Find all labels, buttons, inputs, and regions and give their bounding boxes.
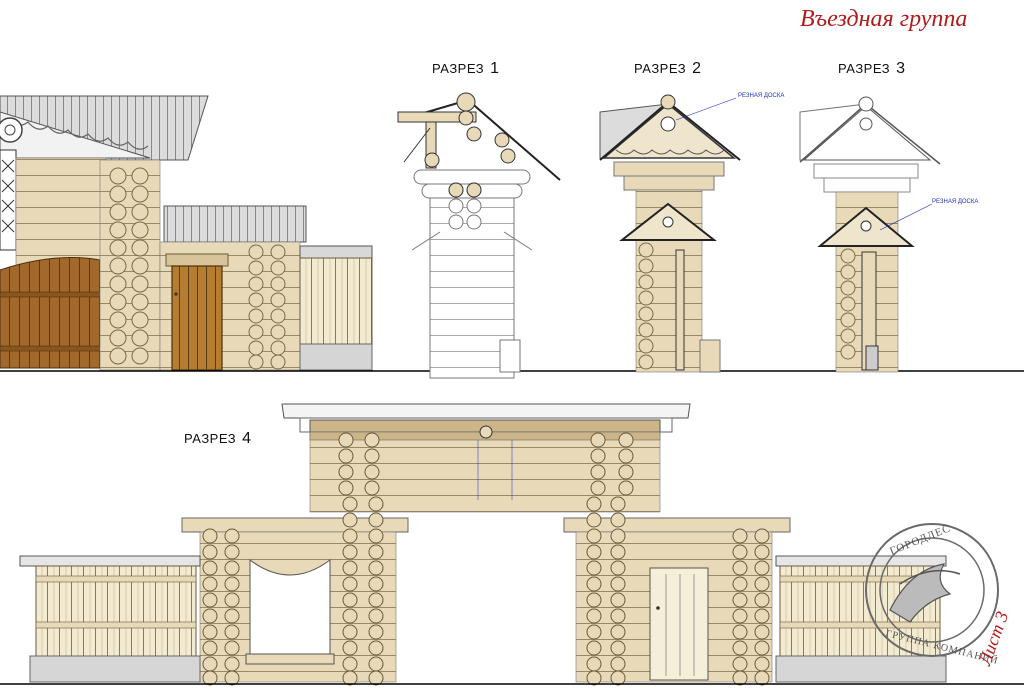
company-stamp — [865, 523, 999, 657]
section-1-number: 1 — [490, 60, 500, 77]
section-3-label: РАЗРЕЗ 3 — [838, 60, 906, 78]
section-3-drawing — [799, 96, 941, 373]
section-2-number: 2 — [692, 60, 702, 77]
bird-emblem — [889, 563, 952, 623]
section-4-label-text: РАЗРЕЗ — [184, 431, 237, 446]
section-1-label: РАЗРЕЗ 1 — [432, 60, 500, 78]
carved-board-note-1: РЕЗНАЯ ДОСКА — [738, 93, 785, 99]
section-4-drawing — [19, 403, 947, 686]
section-3-label-text: РАЗРЕЗ — [838, 61, 891, 76]
carved-board-note-2: РЕЗНАЯ ДОСКА — [932, 199, 979, 205]
section-1-label-text: РАЗРЕЗ — [432, 61, 485, 76]
section-2-label-text: РАЗРЕЗ — [634, 61, 687, 76]
small-house-door — [171, 265, 223, 371]
gatehouse-elevation — [0, 95, 373, 371]
section-2-drawing — [599, 94, 741, 373]
sheet-title: Въездная группа — [800, 6, 968, 32]
section-3-number: 3 — [896, 60, 906, 77]
section-4-number: 4 — [242, 430, 252, 447]
section-4-label: РАЗРЕЗ 4 — [184, 430, 252, 448]
section-1-drawing — [397, 92, 561, 379]
section-2-label: РАЗРЕЗ 2 — [634, 60, 702, 78]
